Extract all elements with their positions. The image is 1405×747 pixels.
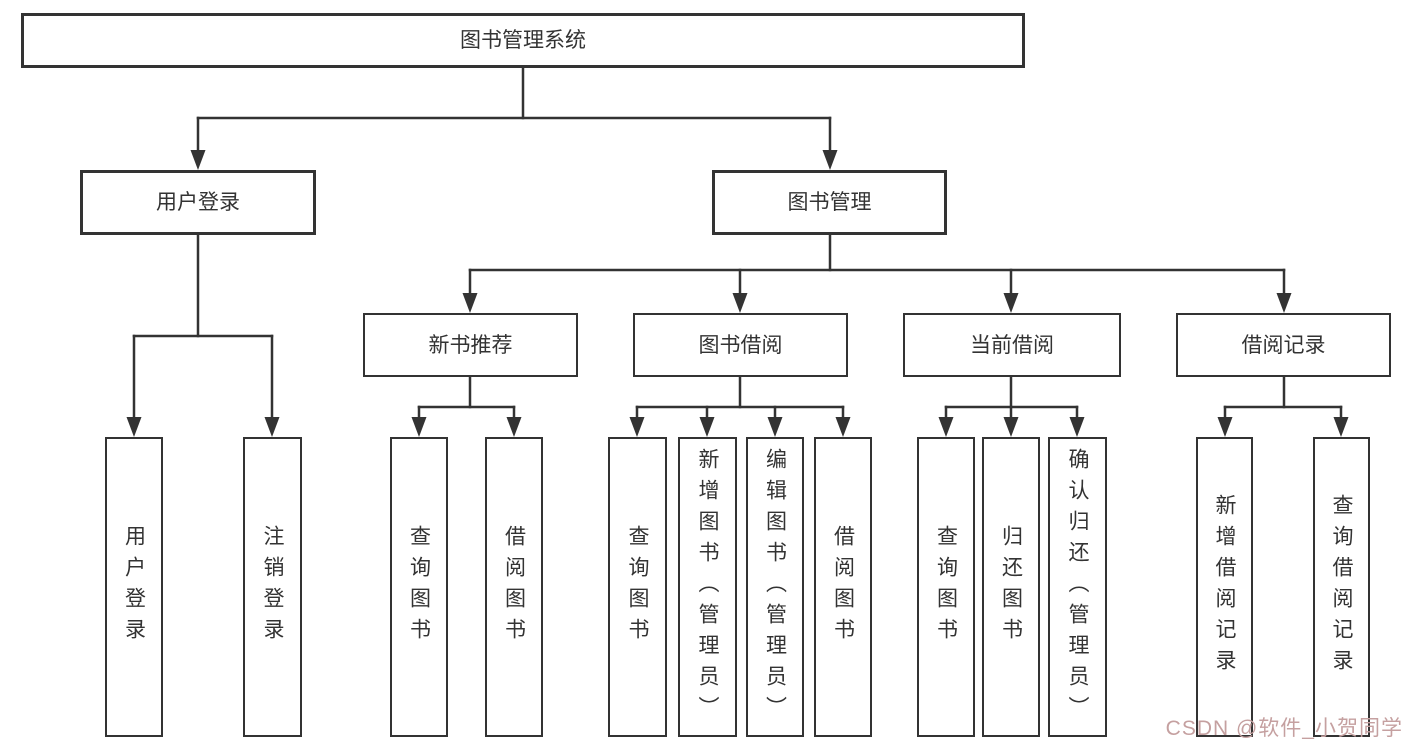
node-label: 图书管理系统	[460, 29, 586, 52]
node-confirm-return-admin: 确认归还（管理员）	[1048, 437, 1107, 737]
arrowhead-icon	[1333, 417, 1349, 437]
node-add-borrow-record: 新增借阅记录	[1196, 437, 1253, 737]
node-query-books-borrow: 查询图书	[608, 437, 667, 737]
node-query-books-current: 查询图书	[917, 437, 975, 737]
node-label: 用户登录	[122, 525, 146, 649]
node-label: 查询图书	[626, 525, 649, 649]
arrowhead-icon	[822, 150, 838, 170]
arrowhead-icon	[699, 417, 715, 437]
node-borrow-books-borrow: 借阅图书	[814, 437, 872, 737]
arrowhead-icon	[1276, 293, 1292, 313]
arrowhead-icon	[411, 417, 427, 437]
node-return-books: 归还图书	[982, 437, 1040, 737]
node-new-book-recommendation: 新书推荐	[363, 313, 578, 377]
arrowhead-icon	[264, 417, 280, 437]
node-label: 图书借阅	[698, 333, 783, 357]
node-label: 归还图书	[999, 525, 1023, 649]
node-label: 查询借阅记录	[1330, 494, 1353, 680]
node-book-borrowing: 图书借阅	[633, 313, 848, 377]
node-add-books-admin: 新增图书（管理员）	[678, 437, 737, 737]
node-borrow-books-recommend: 借阅图书	[485, 437, 543, 737]
node-label: 图书管理	[787, 191, 872, 214]
node-label: 注销登录	[261, 525, 284, 649]
node-user-login: 用户登录	[80, 170, 316, 235]
node-edit-books-admin: 编辑图书（管理员）	[746, 437, 804, 737]
arrowhead-icon	[938, 417, 954, 437]
node-label: 当前借阅	[970, 333, 1054, 357]
node-book-management: 图书管理	[712, 170, 947, 235]
node-label: 确认归还（管理员）	[1066, 447, 1089, 727]
node-label: 编辑图书（管理员）	[763, 447, 787, 727]
arrowhead-icon	[462, 293, 478, 313]
arrowhead-icon	[1069, 417, 1085, 437]
arrowhead-icon	[1003, 293, 1019, 313]
arrowhead-icon	[126, 417, 142, 437]
node-library-management-system: 图书管理系统	[21, 13, 1025, 68]
arrowhead-icon	[767, 417, 783, 437]
arrowhead-icon	[732, 293, 748, 313]
arrowhead-icon	[506, 417, 522, 437]
arrowhead-icon	[190, 150, 206, 170]
arrowhead-icon	[629, 417, 645, 437]
node-current-borrowing: 当前借阅	[903, 313, 1121, 377]
node-borrowing-records: 借阅记录	[1176, 313, 1391, 377]
node-label: 新增借阅记录	[1213, 494, 1236, 680]
node-label: 借阅图书	[831, 525, 855, 649]
node-label: 查询图书	[934, 525, 958, 649]
arrowhead-icon	[1217, 417, 1233, 437]
node-query-books-recommend: 查询图书	[390, 437, 448, 737]
arrowhead-icon	[835, 417, 851, 437]
node-query-borrow-record: 查询借阅记录	[1313, 437, 1370, 737]
node-user-login-action: 用户登录	[105, 437, 163, 737]
node-label: 新书推荐	[428, 333, 513, 357]
node-label: 查询图书	[407, 525, 431, 649]
node-label: 用户登录	[156, 191, 240, 214]
node-label: 借阅记录	[1241, 333, 1326, 357]
node-label: 借阅图书	[502, 525, 526, 649]
arrowhead-icon	[1003, 417, 1019, 437]
node-logout-action: 注销登录	[243, 437, 302, 737]
node-label: 新增图书（管理员）	[696, 447, 719, 727]
